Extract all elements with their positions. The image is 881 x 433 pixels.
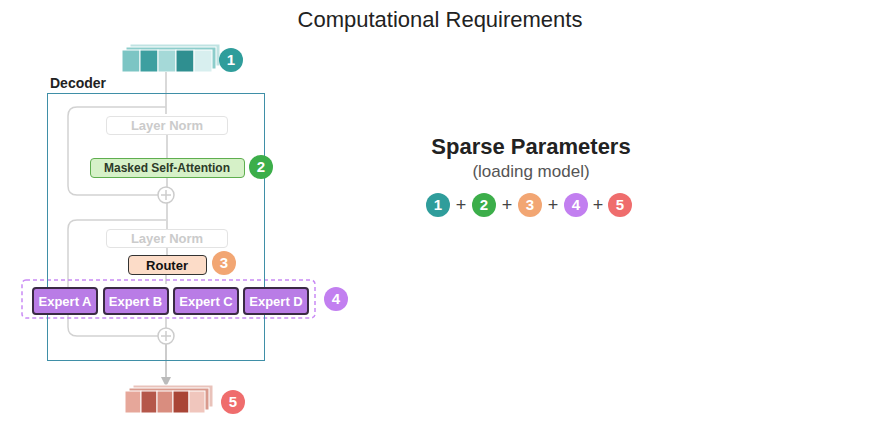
callout-number: 4 [324,287,348,311]
section-heading: Sparse Parameters [431,134,630,160]
callout-number: 1 [426,193,450,217]
box-label: Router [146,258,188,273]
expert-box: Expert C [173,287,239,315]
plus-sign: + [593,195,604,216]
box-label: Expert D [249,294,302,309]
attention-box: Masked Self-Attention [90,158,245,178]
plus-sign: + [548,195,559,216]
layer-norm-box: Layer Norm [106,116,228,135]
callout-number: 2 [472,193,496,217]
callout-number: 1 [219,48,243,72]
callout-number: 4 [564,193,588,217]
box-label: Expert A [39,294,92,309]
callout-number: 5 [608,193,632,217]
callout-number: 3 [518,193,542,217]
input-tokens [122,44,220,72]
box-label: Expert C [179,294,232,309]
box-label: Expert B [109,294,162,309]
expert-box: Expert D [243,287,309,315]
plus-sign: + [502,195,513,216]
output-tokens [125,385,213,413]
box-label: Layer Norm [131,118,203,133]
callout-number: 5 [221,390,245,414]
connector [166,248,168,255]
box-label: Masked Self-Attention [104,161,230,175]
decoder-block: DecoderLayer NormMasked Self-AttentionLa… [47,93,265,361]
callout-number: 3 [212,251,236,275]
callout-number: 2 [249,155,273,179]
box-label: Layer Norm [131,231,203,246]
diagram-title: Computational Requirements [298,7,583,33]
connector [166,135,168,158]
section-subtitle: (loading model) [472,162,589,182]
expert-box: Expert B [103,287,169,315]
plus-sign: + [456,195,467,216]
expert-box: Expert A [32,287,98,315]
router-box: Router [128,255,207,275]
expert-group [22,280,315,318]
block-heading: Decoder [50,75,106,91]
layer-norm-box: Layer Norm [106,229,228,248]
